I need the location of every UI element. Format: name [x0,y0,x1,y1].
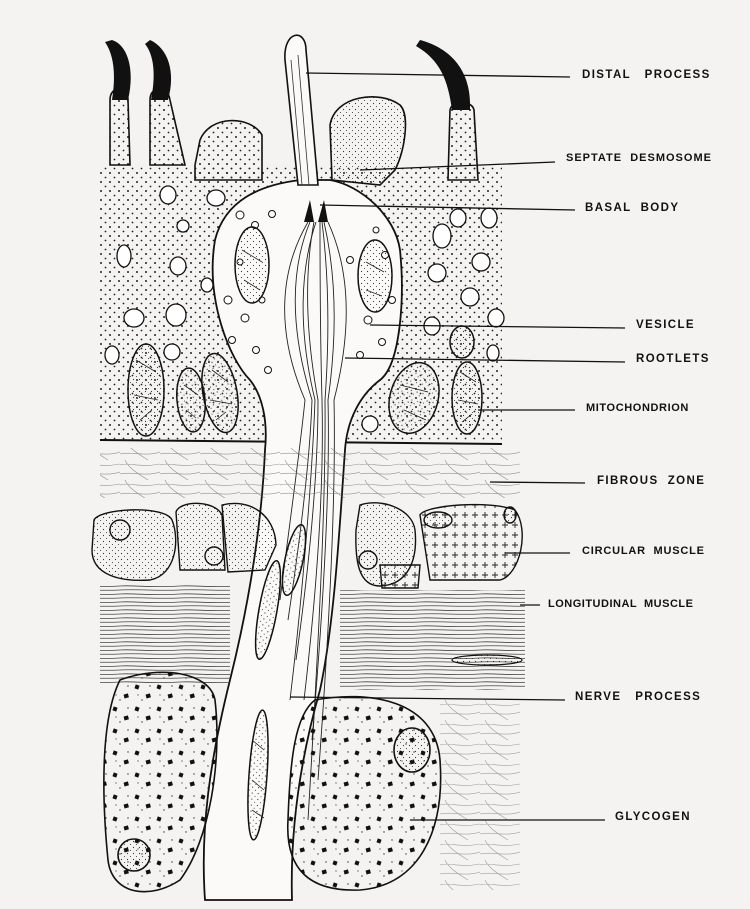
label-mitochondrion: MITOCHONDRION [586,402,689,414]
microvillus [105,40,131,100]
fibrous-zone-area [100,448,520,498]
label-glycogen: GLYCOGEN [615,811,691,823]
mitochondrion-shape [128,344,164,436]
label-longitudinal-muscle: LONGITUDINAL MUSCLE [548,598,693,610]
label-basal-body: BASAL BODY [585,202,679,214]
label-circular-muscle: CIRCULAR MUSCLE [582,545,705,557]
label-rootlets: ROOTLETS [636,353,710,365]
microvillus [145,40,171,100]
label-fibrous-zone: FIBROUS ZONE [597,475,705,487]
label-distal-process: DISTAL PROCESS [582,69,711,81]
label-septate-desmosome: SEPTATE DESMOSOME [566,152,712,164]
longitudinal-muscle-area [100,585,230,685]
label-vesicle: VESICLE [636,319,695,331]
label-nerve-process: NERVE PROCESS [575,691,701,703]
